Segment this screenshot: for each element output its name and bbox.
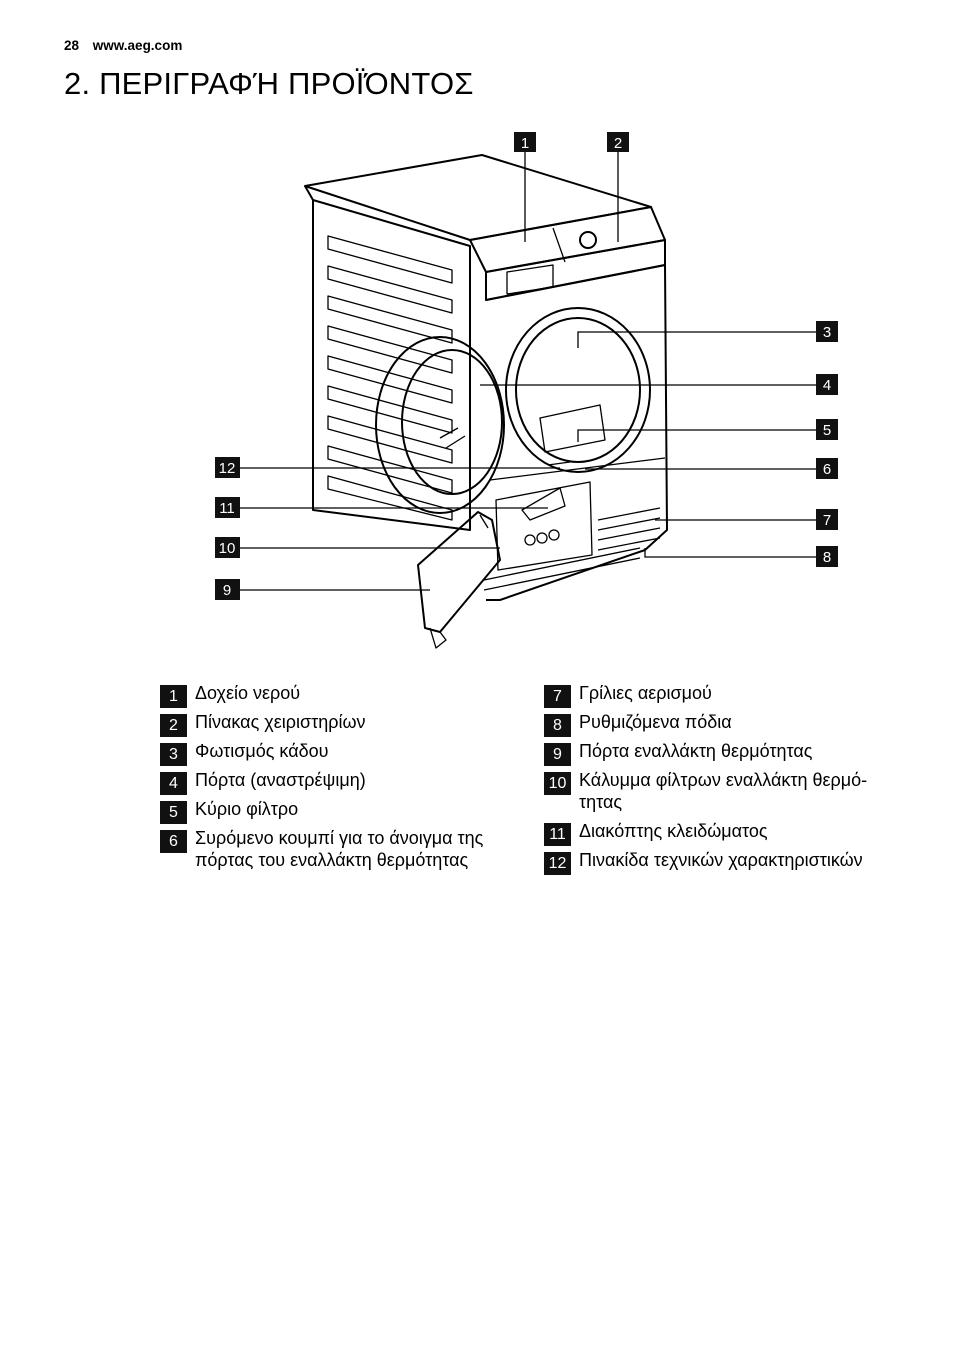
callout-5: 5 xyxy=(816,419,838,440)
legend-item: 7 Γρίλιες αερισμού xyxy=(544,682,904,708)
callout-6: 6 xyxy=(816,458,838,479)
legend-item: 5 Κύριο φίλτρο xyxy=(160,798,520,824)
legend-item: 12 Πινακίδα τεχνικών χαρακτηριστικών xyxy=(544,849,904,875)
callout-3: 3 xyxy=(816,321,838,342)
callout-4: 4 xyxy=(816,374,838,395)
legend-label: Πόρτα εναλλάκτη θερμότητας xyxy=(579,741,813,761)
legend-item: 6 Συρόμενο κουμπί για το άνοιγμα της πόρ… xyxy=(160,827,520,871)
legend-number: 6 xyxy=(160,830,187,853)
svg-text:12: 12 xyxy=(219,460,236,477)
svg-text:7: 7 xyxy=(823,512,831,529)
legend-number: 3 xyxy=(160,743,187,766)
svg-text:8: 8 xyxy=(823,549,831,566)
legend-number: 8 xyxy=(544,714,571,737)
svg-text:1: 1 xyxy=(521,135,529,152)
callout-9: 9 xyxy=(215,579,240,600)
callout-2: 2 xyxy=(607,132,629,152)
dryer-diagram: 1 2 3 4 5 6 7 8 xyxy=(0,120,954,670)
section-title-text: ΠΕΡΙΓΡΑΦΉ ΠΡΟΪΌΝΤΟΣ xyxy=(99,66,474,101)
callout-11: 11 xyxy=(215,497,240,518)
dryer-illustration: 1 2 3 4 5 6 7 8 xyxy=(215,132,838,649)
legend-label: Πινακίδα τεχνικών χαρακτηριστικών xyxy=(579,850,863,870)
svg-text:11: 11 xyxy=(219,500,235,517)
section-number: 2. xyxy=(64,66,91,101)
svg-text:5: 5 xyxy=(823,422,831,439)
svg-text:3: 3 xyxy=(823,324,831,341)
legend-left-column: 1 Δοχείο νερού 2 Πίνακας χειριστηρίων 3 … xyxy=(160,682,520,878)
page-number: 28 xyxy=(64,38,80,53)
callout-1: 1 xyxy=(514,132,536,152)
svg-text:6: 6 xyxy=(823,461,831,478)
dryer-drawing xyxy=(304,154,668,649)
callout-7: 7 xyxy=(816,509,838,530)
legend-number: 10 xyxy=(544,772,571,795)
legend-item: 4 Πόρτα (αναστρέψιμη) xyxy=(160,769,520,795)
callout-8: 8 xyxy=(816,546,838,567)
legend-label: Διακόπτης κλειδώματος xyxy=(579,821,768,841)
svg-text:2: 2 xyxy=(614,135,622,152)
leader-lines xyxy=(240,152,816,591)
legend-label: Δοχείο νερού xyxy=(195,683,301,703)
legend-number: 9 xyxy=(544,743,571,766)
legend-item: 2 Πίνακας χειριστηρίων xyxy=(160,711,520,737)
legend-right-column: 7 Γρίλιες αερισμού 8 Ρυθμιζόμενα πόδια 9… xyxy=(544,682,904,878)
callout-10: 10 xyxy=(215,537,240,558)
callout-12: 12 xyxy=(215,457,240,478)
legend-label: Ρυθμιζόμενα πόδια xyxy=(579,712,732,732)
page-header: 28 www.aeg.com xyxy=(64,38,182,53)
legend-number: 11 xyxy=(544,823,571,846)
legend-label: Συρόμενο κουμπί για το άνοιγμα της πόρτα… xyxy=(195,828,484,870)
svg-text:4: 4 xyxy=(823,377,831,394)
legend-label: Κάλυμμα φίλτρων εναλλάκτη θερμό-τητας xyxy=(579,770,868,812)
svg-text:9: 9 xyxy=(223,582,231,599)
legend-item: 9 Πόρτα εναλλάκτη θερμότητας xyxy=(544,740,904,766)
legend-label: Πόρτα (αναστρέψιμη) xyxy=(195,770,366,790)
legend-label: Πίνακας χειριστηρίων xyxy=(195,712,366,732)
legend-number: 4 xyxy=(160,772,187,795)
legend-item: 8 Ρυθμιζόμενα πόδια xyxy=(544,711,904,737)
website-url[interactable]: www.aeg.com xyxy=(92,38,183,53)
section-title: 2. ΠΕΡΙΓΡΑΦΉ ΠΡΟΪΌΝΤΟΣ xyxy=(64,66,474,102)
legend-number: 2 xyxy=(160,714,187,737)
legend-label: Γρίλιες αερισμού xyxy=(579,683,712,703)
legend-item: 3 Φωτισμός κάδου xyxy=(160,740,520,766)
legend-item: 1 Δοχείο νερού xyxy=(160,682,520,708)
legend-number: 7 xyxy=(544,685,571,708)
legend-item: 10 Κάλυμμα φίλτρων εναλλάκτη θερμό-τητας xyxy=(544,769,904,813)
legend-label: Φωτισμός κάδου xyxy=(195,741,329,761)
legend-item: 11 Διακόπτης κλειδώματος xyxy=(544,820,904,846)
legend-number: 1 xyxy=(160,685,187,708)
legend-label: Κύριο φίλτρο xyxy=(195,799,299,819)
svg-text:10: 10 xyxy=(219,540,236,557)
legend-number: 5 xyxy=(160,801,187,824)
legend-number: 12 xyxy=(544,852,571,875)
